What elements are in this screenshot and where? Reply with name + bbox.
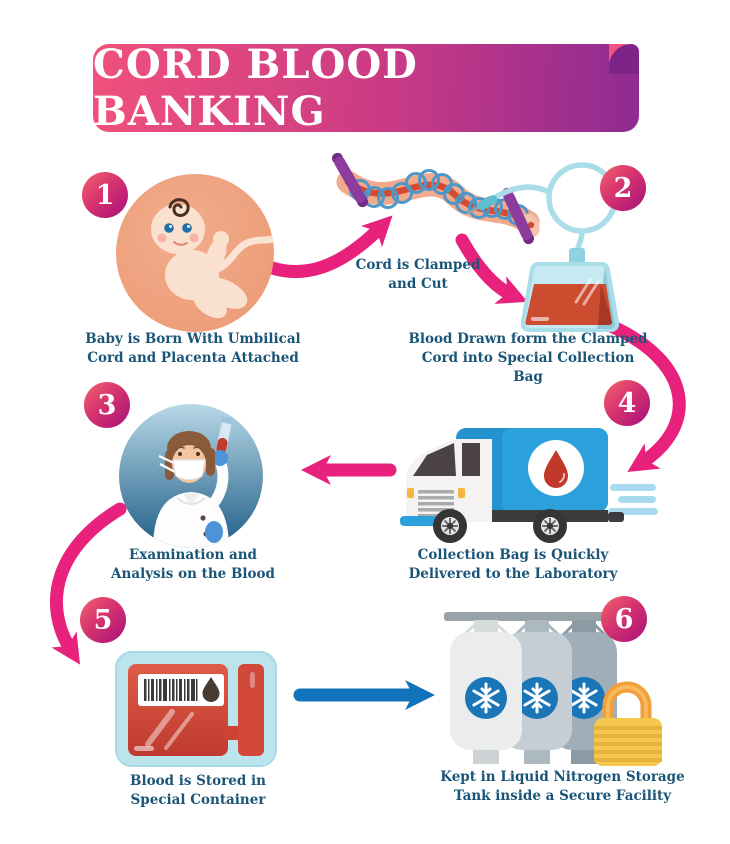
step-badge-1: 1 — [82, 172, 128, 218]
nitrogen-tank-icon — [444, 612, 528, 764]
caption-step-3: Examination and Analysis on the Blood — [111, 547, 275, 582]
page-title: CORD BLOOD BANKING — [93, 41, 418, 135]
storage-container-illustration — [115, 651, 277, 767]
barcode — [144, 679, 198, 701]
test-tube-icon — [215, 416, 234, 455]
step-number: 1 — [95, 179, 115, 211]
umbilical-cord-illustration — [332, 152, 540, 245]
caption-step-5: Blood is Stored in Special Container — [130, 773, 266, 808]
delivery-truck-icon — [400, 428, 624, 543]
step-number: 3 — [97, 389, 117, 421]
blood-collection-bag-icon — [520, 262, 620, 332]
step-badge-4: 4 — [604, 380, 650, 426]
grille — [418, 490, 454, 518]
label-drop-icon — [202, 677, 220, 702]
glove-lower-icon — [205, 521, 223, 543]
step-badge-6: 6 — [601, 596, 647, 642]
lab-analysis-illustration — [119, 404, 263, 548]
storage-container-icon — [115, 651, 277, 767]
front-wheel — [433, 509, 467, 543]
rear-wheel — [533, 509, 567, 543]
step-badge-2: 2 — [600, 165, 646, 211]
delivery-truck-illustration — [400, 428, 658, 543]
step-number: 6 — [614, 603, 634, 635]
lab-examination-icon — [153, 416, 234, 548]
caption-step-2: Blood Drawn form the Clamped Cord into S… — [408, 331, 648, 385]
nitrogen-tanks-illustration — [444, 612, 662, 766]
doctor-raised-arm — [207, 458, 229, 510]
headlight-right-icon — [458, 488, 465, 498]
windshield — [413, 443, 456, 476]
needle-icon — [466, 195, 498, 215]
baby-eyes — [164, 223, 192, 233]
glove-upper-icon — [212, 450, 228, 466]
collection-bag-illustration — [466, 162, 620, 332]
speed-lines-icon — [608, 484, 658, 515]
blood-drop-icon — [544, 450, 568, 488]
caption-step-6: Kept in Liquid Nitrogen Storage Tank ins… — [440, 769, 685, 804]
padlock-icon — [594, 681, 662, 766]
caption-step-4: Collection Bag is Quickly Delivered to t… — [408, 547, 618, 582]
step-number: 5 — [93, 604, 113, 636]
cord-note: Cord is Clamped and Cut — [355, 257, 481, 292]
step-badge-5: 5 — [80, 597, 126, 643]
cord-clamp-left-icon — [332, 152, 368, 208]
step-badge-3: 3 — [84, 382, 130, 428]
step-number: 2 — [613, 172, 633, 204]
baby-hair-curl — [168, 198, 190, 217]
caption-step-1: Baby is Born With Umbilical Cord and Pla… — [85, 331, 301, 366]
step-number: 4 — [617, 387, 637, 419]
collection-tube — [482, 162, 618, 255]
face-mask-icon — [158, 455, 206, 480]
newborn-baby-illustration — [116, 174, 274, 332]
bag-port — [569, 248, 585, 266]
headlight-left-icon — [407, 488, 414, 498]
title-banner: CORD BLOOD BANKING — [93, 41, 639, 135]
